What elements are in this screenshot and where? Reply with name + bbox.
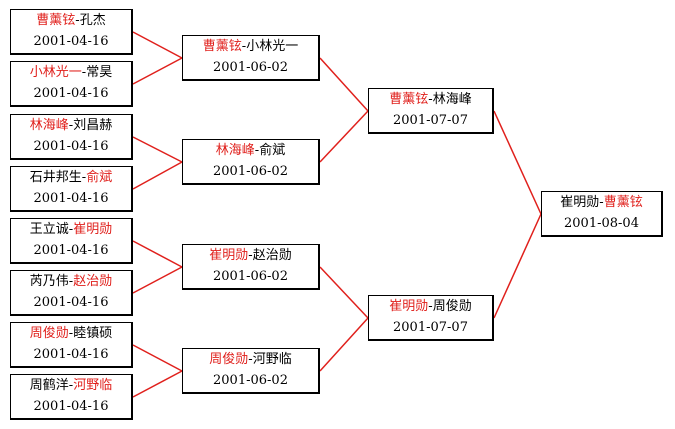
player-2: 俞斌	[259, 143, 286, 158]
player-1: 曹薰铉	[202, 39, 242, 54]
player-1: 王立诚	[29, 222, 69, 237]
connector-line-9	[319, 57, 369, 112]
player-2: 赵治勋	[252, 248, 292, 263]
match-date: 2001-06-02	[213, 60, 288, 75]
player-1: 石井邦生	[29, 170, 82, 185]
connector-line-2	[132, 57, 183, 85]
match-date: 2001-04-16	[33, 399, 109, 414]
match-date: 2001-08-04	[564, 216, 639, 231]
player-1: 周鹤洋	[29, 378, 69, 393]
player-2: 睦镇硕	[73, 326, 113, 341]
player-2: 刘昌赫	[73, 118, 113, 133]
match-date: 2001-07-07	[393, 320, 468, 335]
connector-line-7	[132, 344, 183, 372]
player-2: 崔明勋	[73, 222, 113, 237]
player-1: 芮乃伟	[29, 274, 69, 289]
connector-line-14	[493, 213, 542, 319]
player-1: 林海峰	[29, 118, 69, 133]
player-2: 曹薰铉	[603, 195, 643, 210]
connector-line-11	[319, 266, 369, 319]
player-2: 小林光一	[246, 39, 299, 54]
connector-line-10	[319, 110, 369, 163]
match-date: 2001-06-02	[213, 269, 288, 284]
match-r1-8: 周鹤洋-河野临 2001-04-16	[10, 374, 133, 420]
player-1: 崔明勋	[389, 299, 429, 314]
player-2: 俞斌	[86, 170, 113, 185]
match-r1-4: 石井邦生-俞斌 2001-04-16	[10, 166, 133, 212]
player-1: 林海峰	[215, 143, 255, 158]
connector-line-5	[132, 240, 183, 268]
match-date: 2001-04-16	[33, 347, 109, 362]
connector-line-12	[319, 317, 369, 372]
match-semifinal-1: 曹薰铉-林海峰 2001-07-07	[368, 88, 494, 134]
match-r1-6: 芮乃伟-赵治勋 2001-04-16	[10, 270, 133, 316]
player-1: 周俊勋	[29, 326, 69, 341]
player-2: 林海峰	[432, 92, 472, 107]
match-r1-2: 小林光一-常昊 2001-04-16	[10, 61, 133, 107]
match-date: 2001-06-02	[213, 164, 288, 179]
match-r2-2: 林海峰-俞斌 2001-06-02	[182, 139, 320, 185]
connector-line-3	[132, 136, 183, 163]
player-1: 曹薰铉	[36, 13, 76, 28]
connector-line-4	[132, 161, 183, 190]
match-final: 崔明勋-曹薰铉 2001-08-04	[541, 191, 663, 237]
match-r1-1: 曹薰铉-孔杰 2001-04-16	[10, 9, 133, 55]
player-1: 小林光一	[29, 65, 82, 80]
player-1: 曹薰铉	[389, 92, 429, 107]
match-date: 2001-04-16	[33, 86, 109, 101]
player-2: 孔杰	[79, 13, 106, 28]
connector-line-8	[132, 370, 183, 398]
match-semifinal-2: 崔明勋-周俊勋 2001-07-07	[368, 295, 494, 341]
match-r1-3: 林海峰-刘昌赫 2001-04-16	[10, 114, 133, 160]
match-r2-1: 曹薰铉-小林光一 2001-06-02	[182, 35, 320, 81]
player-2: 赵治勋	[73, 274, 113, 289]
match-r2-3: 崔明勋-赵治勋 2001-06-02	[182, 244, 320, 290]
connector-line-6	[132, 266, 183, 294]
player-1: 崔明勋	[209, 248, 249, 263]
player-2: 河野临	[252, 352, 292, 367]
player-2: 周俊勋	[432, 299, 472, 314]
match-date: 2001-06-02	[213, 373, 288, 388]
match-r1-5: 王立诚-崔明勋 2001-04-16	[10, 218, 133, 264]
player-2: 常昊	[86, 65, 113, 80]
connector-line-1	[132, 31, 183, 59]
player-2: 河野临	[73, 378, 113, 393]
player-1: 周俊勋	[209, 352, 249, 367]
match-r1-7: 周俊勋-睦镇硕 2001-04-16	[10, 322, 133, 368]
connector-line-13	[493, 110, 542, 215]
match-date: 2001-04-16	[33, 243, 109, 258]
player-1: 崔明勋	[560, 195, 600, 210]
match-date: 2001-04-16	[33, 139, 109, 154]
match-date: 2001-04-16	[33, 295, 109, 310]
match-date: 2001-04-16	[33, 191, 109, 206]
match-date: 2001-04-16	[33, 34, 109, 49]
match-date: 2001-07-07	[393, 113, 468, 128]
match-r2-4: 周俊勋-河野临 2001-06-02	[182, 348, 320, 394]
